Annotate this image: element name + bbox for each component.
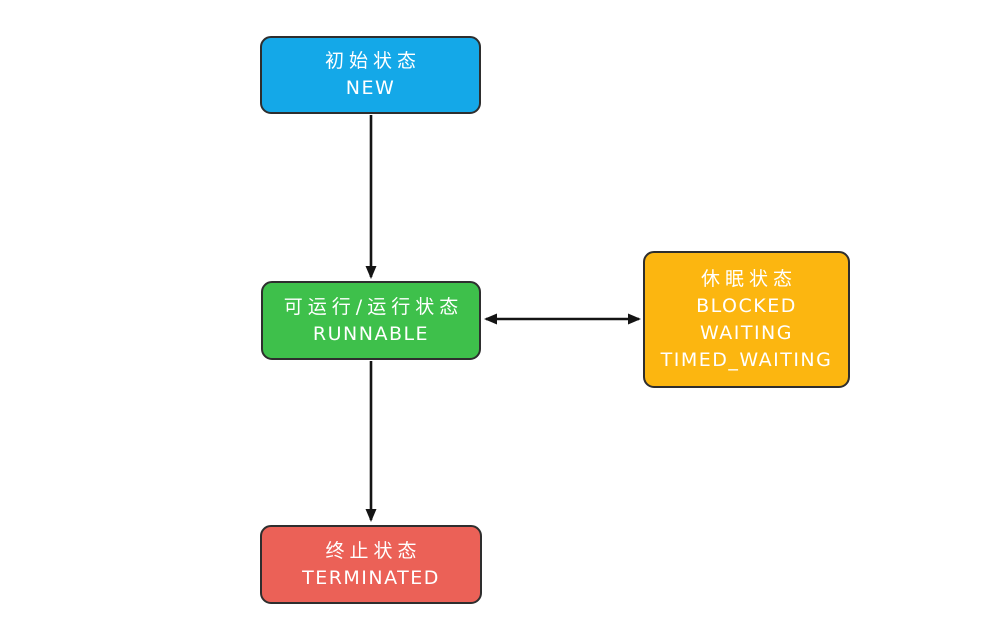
node-terminated-state: 终止状态 TERMINATED (260, 525, 482, 604)
node-new-label-cn: 初始状态 (324, 50, 421, 72)
node-terminated-label-en: TERMINATED (302, 566, 440, 589)
node-sleeping-state: 休眠状态 BLOCKED WAITING TIMED_WAITING (643, 251, 850, 388)
node-sleeping-label-blocked: BLOCKED (696, 294, 797, 317)
node-new-label-en: NEW (345, 77, 396, 99)
node-runnable-state: 可运行/运行状态 RUNNABLE (261, 281, 481, 360)
node-sleeping-label-waiting: WAITING (700, 321, 793, 344)
node-runnable-label-cn: 可运行/运行状态 (283, 295, 464, 318)
node-sleeping-label-cn: 休眠状态 (700, 267, 797, 290)
node-runnable-label-en: RUNNABLE (312, 322, 430, 345)
node-terminated-label-cn: 终止状态 (325, 539, 422, 562)
node-new-state: 初始状态 NEW (260, 36, 481, 114)
node-sleeping-label-timed-waiting: TIMED_WAITING (660, 348, 833, 371)
